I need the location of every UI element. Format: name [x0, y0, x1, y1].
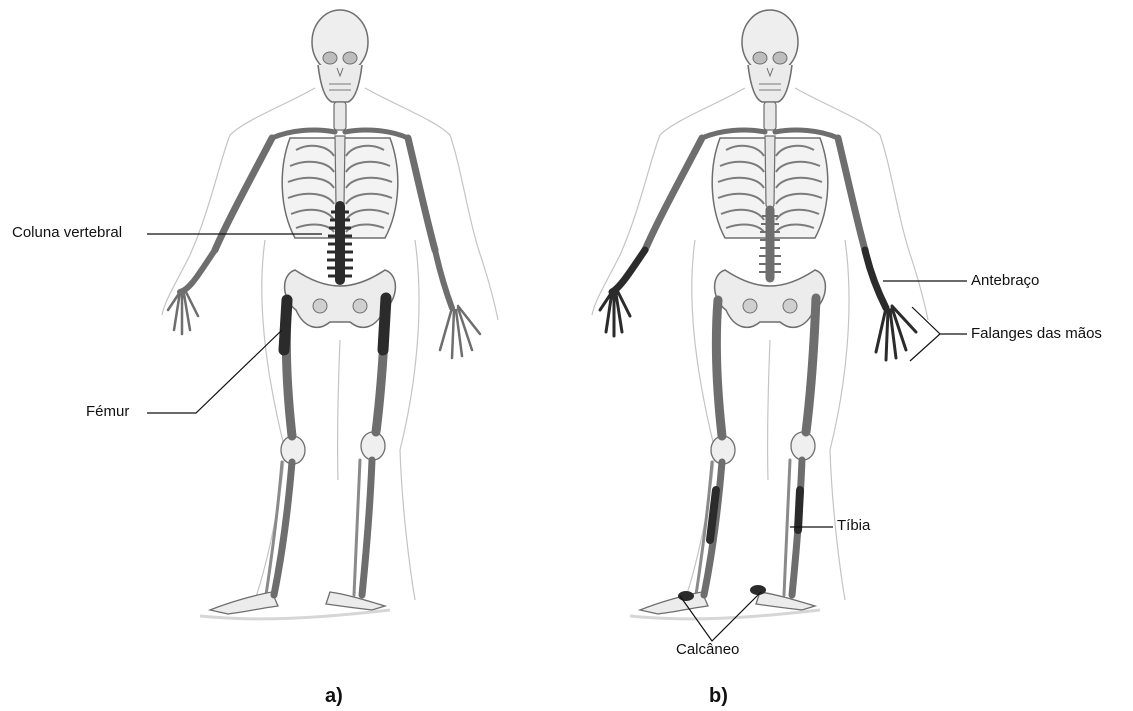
- label-tibia: Tíbia: [837, 517, 870, 535]
- label-coluna-vertebral: Coluna vertebral: [12, 224, 122, 242]
- label-calcaneo: Calcâneo: [676, 641, 739, 659]
- leader-phalanges: [910, 307, 967, 361]
- label-falanges-das-maos: Falanges das mãos: [971, 325, 1102, 343]
- panel-label-a: a): [325, 685, 343, 707]
- leader-lines: [147, 234, 967, 641]
- leader-femur: [147, 330, 282, 413]
- panel-b-skeleton: [592, 10, 928, 619]
- label-antebraco: Antebraço: [971, 272, 1039, 290]
- panel-label-b: b): [709, 685, 728, 707]
- panel-a-skeleton: [162, 10, 498, 619]
- label-femur: Fémur: [86, 403, 129, 421]
